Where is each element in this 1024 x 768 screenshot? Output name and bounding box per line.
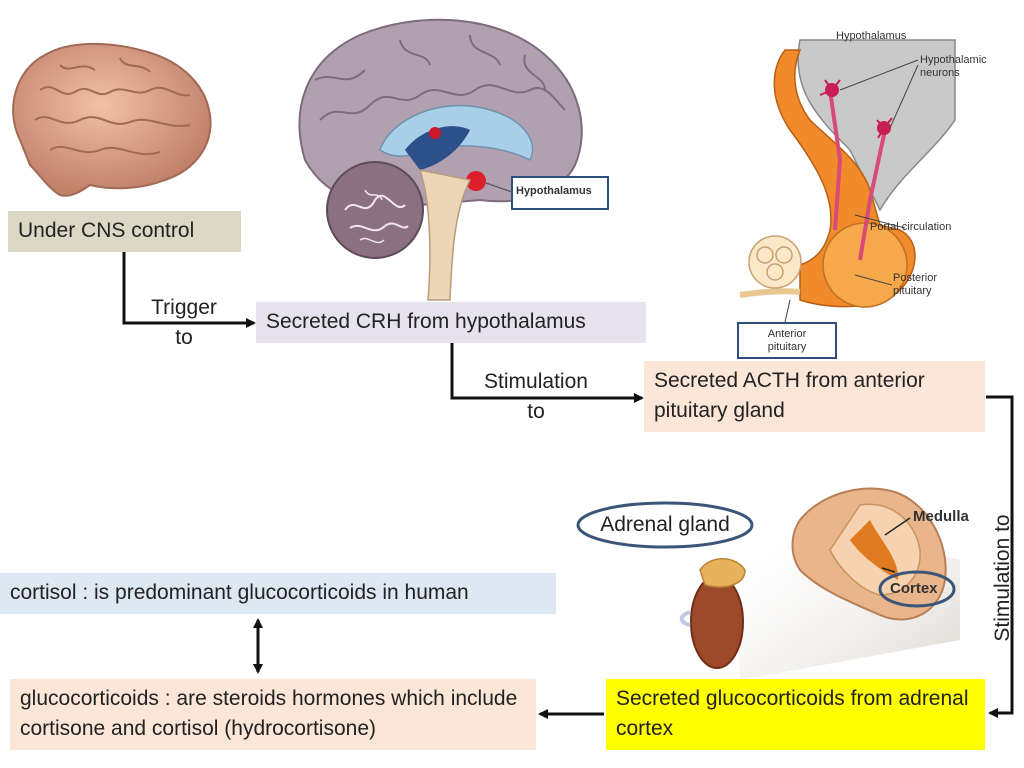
cortex-label: Cortex bbox=[890, 580, 938, 597]
trigger-label: Trigger to bbox=[151, 296, 217, 349]
anterior-pituitary-tag-box bbox=[737, 322, 837, 359]
hypothalamus-tag-box bbox=[511, 176, 609, 210]
cortex-oval bbox=[878, 570, 956, 608]
adrenal-illustration bbox=[679, 487, 960, 680]
brain-illustration bbox=[12, 42, 212, 197]
arrow-stimulation-1 bbox=[450, 343, 644, 403]
acth-box: Secreted ACTH from anterior pituitary gl… bbox=[644, 361, 985, 432]
pituitary-illustration bbox=[739, 39, 956, 323]
hypothalamic-neurons-label: Hypothalamic neurons bbox=[920, 54, 987, 79]
arrow-trigger bbox=[122, 252, 256, 328]
anterior-pituitary-label: Anterior pituitary bbox=[767, 328, 807, 353]
adrenal-gland-oval bbox=[576, 501, 754, 549]
pituitary-hypothalamus-label: Hypothalamus bbox=[836, 30, 907, 42]
adrenal-gland-label: Adrenal gland bbox=[600, 513, 730, 536]
stimulation-label-2: Stimulation to bbox=[991, 514, 1014, 642]
sagittal-brain-illustration bbox=[298, 18, 583, 301]
glucocorticoids-secreted-box: Secreted glucocorticoids from adrenal co… bbox=[606, 679, 985, 750]
hypothalamus-tag: Hypothalamus bbox=[516, 185, 592, 197]
portal-circulation-label: Portal circulation bbox=[870, 221, 952, 233]
crh-box: Secreted CRH from hypothalamus bbox=[256, 302, 646, 343]
medulla-label: Medulla bbox=[913, 508, 969, 525]
stimulation-label-1: Stimulation to bbox=[484, 370, 588, 423]
posterior-pituitary-label: Posterior pituitary bbox=[893, 272, 938, 297]
cortisol-box: cortisol : is predominant glucocorticoid… bbox=[0, 573, 556, 614]
cns-control-box: Under CNS control bbox=[8, 211, 241, 252]
glucocorticoids-definition-box: glucocorticoids : are steroids hormones … bbox=[10, 679, 536, 750]
arrow-stimulation-2 bbox=[986, 395, 1014, 718]
